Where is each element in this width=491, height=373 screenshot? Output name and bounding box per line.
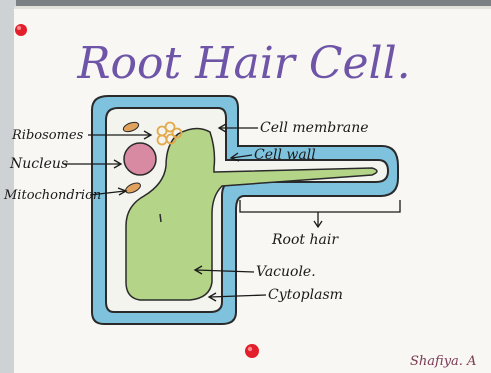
label-cytoplasm: Cytoplasm bbox=[268, 287, 343, 303]
label-root-hair: Root hair bbox=[271, 232, 339, 248]
pin-top-left-icon bbox=[15, 24, 27, 36]
label-nucleus: Nucleus bbox=[9, 156, 68, 172]
label-ribosomes: Ribosomes bbox=[11, 128, 84, 143]
page-title: Root Hair Cell. bbox=[76, 38, 410, 89]
paper-shadow-top bbox=[14, 6, 491, 9]
left-paper-strip bbox=[0, 0, 16, 373]
vacuole-mark bbox=[160, 214, 161, 222]
label-cell-wall: Cell wall bbox=[254, 147, 316, 163]
label-mitochondrion: Mitochondrion bbox=[3, 188, 101, 203]
pin-bottom-icon bbox=[245, 344, 259, 358]
label-cell-membrane: Cell membrane bbox=[260, 120, 369, 136]
label-vacuole: Vacuole. bbox=[256, 264, 316, 280]
signature: Shafiya. A bbox=[410, 354, 476, 369]
nucleus bbox=[124, 143, 156, 175]
